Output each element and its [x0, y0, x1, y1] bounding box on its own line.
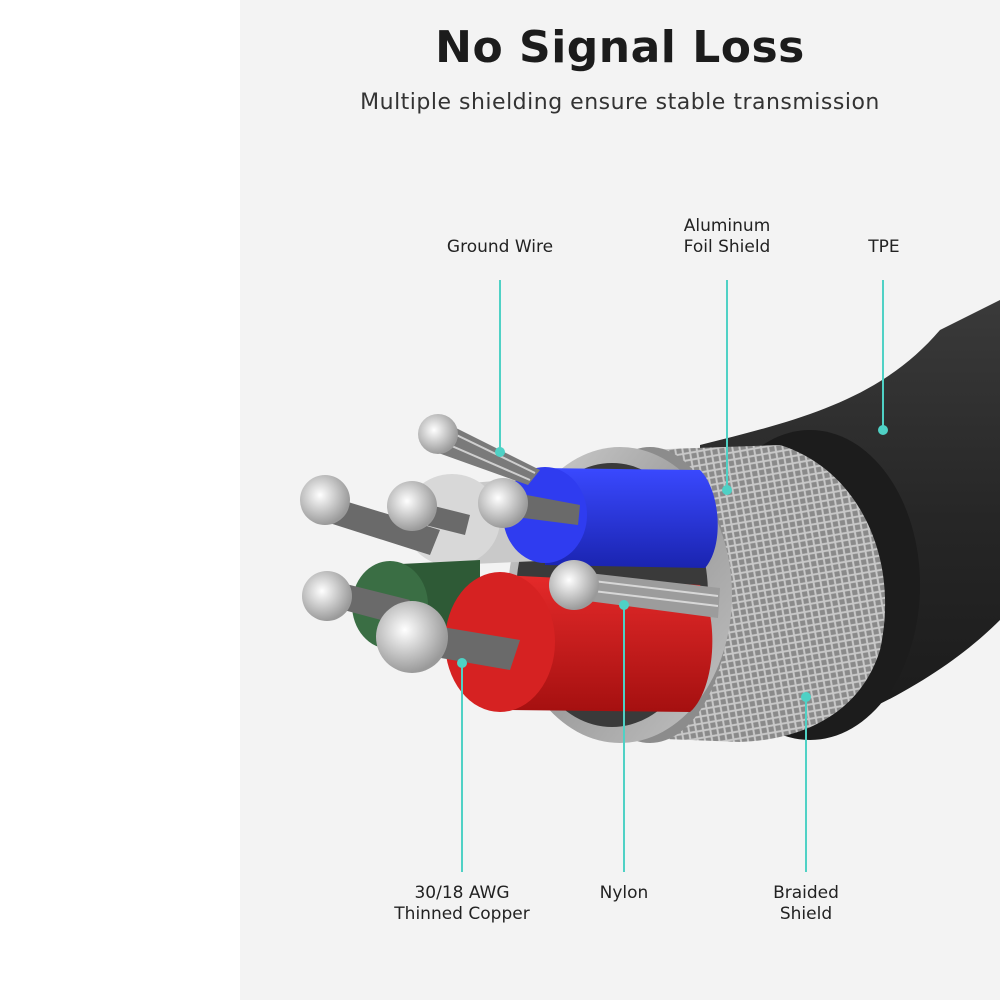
label-copper: 30/18 AWG Thinned Copper — [394, 883, 530, 924]
nylon-leader-dot — [619, 600, 629, 610]
label-braided-shield: Braided Shield — [773, 883, 839, 924]
page-subtitle: Multiple shielding ensure stable transmi… — [360, 90, 880, 115]
label-ground-wire: Ground Wire — [446, 237, 554, 257]
copper-strand-ends — [300, 414, 599, 673]
copper-leader-dot — [457, 658, 467, 668]
ground-wire-leader-dot — [495, 447, 505, 457]
braided-leader-dot — [801, 692, 811, 702]
label-nylon: Nylon — [599, 883, 649, 903]
page-title: No Signal Loss — [435, 22, 805, 73]
tpe-leader-dot — [878, 425, 888, 435]
nylon-filler — [580, 572, 720, 618]
foil-leader-dot — [722, 485, 732, 495]
label-tpe: TPE — [868, 237, 900, 257]
label-aluminum-foil-shield: Aluminum Foil Shield — [683, 216, 771, 257]
